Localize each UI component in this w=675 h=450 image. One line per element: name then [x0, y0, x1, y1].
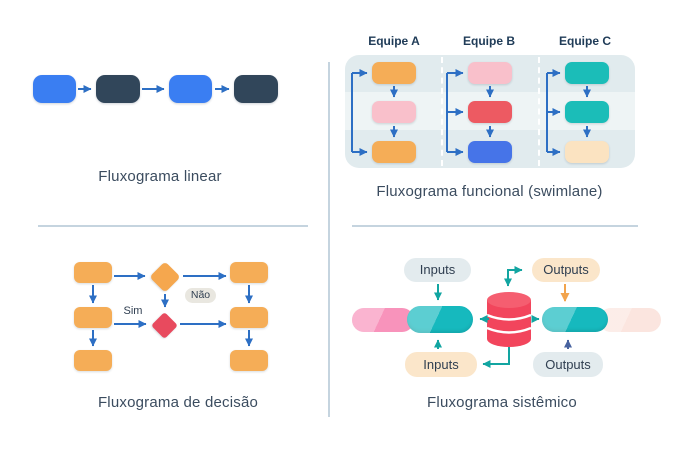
- lane-divider: [538, 57, 540, 166]
- swimlane-step-box: [468, 62, 512, 84]
- linear-step-box: [33, 75, 76, 103]
- swimlane-step-box: [372, 62, 416, 84]
- lane-header-equipe-b: Equipe B: [462, 34, 515, 48]
- outputs-top-pill: Outputs: [532, 258, 600, 282]
- decision-title: Fluxograma de decisão: [97, 394, 259, 411]
- swimlane-step-box: [565, 141, 609, 163]
- divider-horizontal-left: [38, 225, 308, 227]
- decision-label-yes: Sim: [123, 305, 143, 317]
- decision-step-box: [74, 262, 112, 283]
- pipe-segment-teal-left: [407, 306, 473, 333]
- swimlane-step-box: [468, 101, 512, 123]
- decision-diamond-red: [151, 312, 178, 339]
- decision-label-no: Não: [185, 288, 216, 303]
- linear-title: Fluxograma linear: [98, 168, 222, 185]
- systemic-title: Fluxograma sistêmico: [427, 394, 577, 411]
- decision-step-box: [230, 262, 268, 283]
- inputs-top-pill: Inputs: [404, 258, 471, 282]
- decision-step-box: [230, 350, 268, 371]
- linear-step-box: [96, 75, 140, 103]
- swimlane-step-box: [468, 141, 512, 163]
- swimlane-step-box: [372, 101, 416, 123]
- decision-step-box: [74, 307, 112, 328]
- linear-step-box: [234, 75, 278, 103]
- decision-step-box: [230, 307, 268, 328]
- swimlane-step-box: [565, 101, 609, 123]
- pipe-segment-teal-right: [542, 307, 608, 332]
- divider-vertical: [328, 62, 330, 417]
- inputs-bottom-pill: Inputs: [405, 352, 477, 377]
- lane-header-equipe-c: Equipe C: [558, 34, 611, 48]
- lane-header-equipe-a: Equipe A: [368, 34, 420, 48]
- pipe-segment-lightpink: [599, 308, 661, 332]
- swimlane-step-box: [565, 62, 609, 84]
- outputs-bottom-pill: Outputs: [533, 352, 603, 377]
- linear-step-box: [169, 75, 212, 103]
- decision-step-box: [74, 350, 112, 371]
- lane-divider: [441, 57, 443, 166]
- swimlane-step-box: [372, 141, 416, 163]
- pipe-segment-pink: [352, 308, 414, 332]
- divider-horizontal-right: [352, 225, 638, 227]
- database-icon: [486, 292, 532, 347]
- decision-diamond-orange: [149, 261, 181, 293]
- swimlane-title: Fluxograma funcional (swimlane): [376, 183, 603, 200]
